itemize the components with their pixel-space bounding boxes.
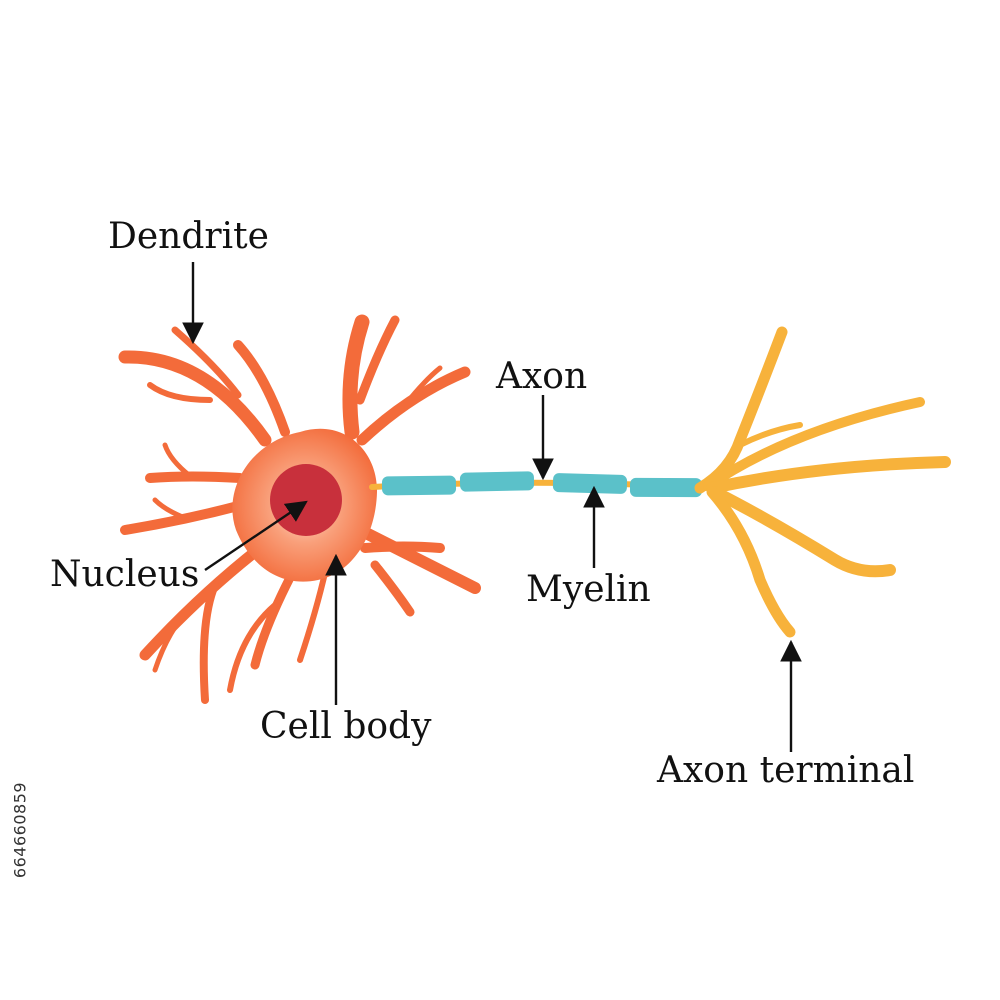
- stock-id-text: 664660859: [10, 781, 30, 879]
- myelin-segment: [552, 473, 628, 494]
- stock-id-watermark: 664660859: [5, 740, 35, 920]
- myelin-segment: [629, 477, 703, 498]
- myelin-segment: [381, 475, 457, 496]
- myelin-sheath: [381, 471, 703, 498]
- label-nucleus: Nucleus: [50, 554, 199, 595]
- nucleus: [270, 464, 342, 536]
- label-dendrite: Dendrite: [108, 216, 269, 257]
- label-axon-terminal: Axon terminal: [656, 750, 914, 791]
- myelin-segment: [459, 471, 535, 492]
- pointer-arrows: [182, 262, 802, 752]
- axon-terminal: [694, 326, 951, 638]
- nucleus-arrow: [204, 500, 308, 571]
- label-cell-body: Cell body: [260, 706, 432, 747]
- label-axon: Axon: [495, 356, 587, 397]
- label-myelin: Myelin: [526, 569, 651, 610]
- labels: Dendrite Nucleus Cell body Axon Myelin A…: [50, 216, 914, 791]
